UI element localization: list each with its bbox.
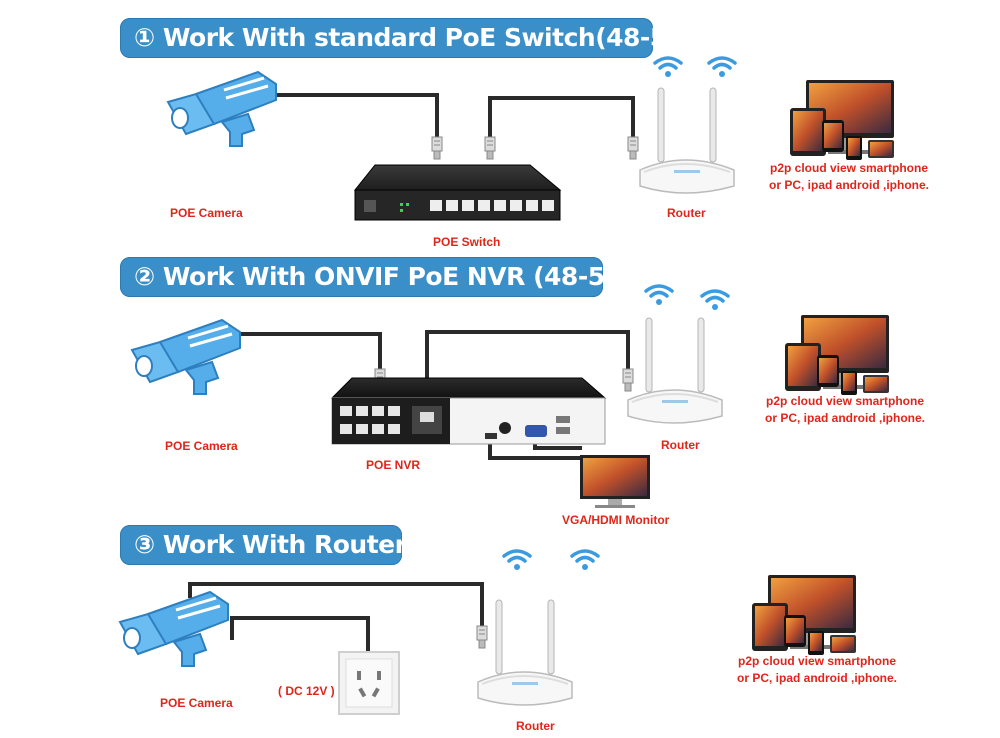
poe-switch-icon	[353, 164, 562, 221]
poe-camera-icon	[130, 318, 242, 396]
router-label: Router	[661, 438, 700, 452]
p2p-caption: p2p cloud view smartphone or PC, ipad an…	[760, 160, 938, 194]
section-3-cables	[188, 582, 484, 652]
wifi-icon	[502, 549, 532, 572]
wifi-icon	[644, 284, 674, 307]
section-1-title: ① Work With standard PoE Switch(48-54V)	[120, 18, 714, 58]
vga-hdmi-monitor-icon	[580, 455, 650, 508]
devices-icon	[790, 80, 894, 160]
wifi-icon	[700, 289, 730, 312]
power-label: ( DC 12V )	[278, 684, 335, 698]
poe-camera-label: POE Camera	[170, 206, 243, 220]
router-label: Router	[516, 719, 555, 733]
poe-camera-label: POE Camera	[160, 696, 233, 710]
p2p-line-2: or PC, ipad android ,iphone.	[764, 411, 925, 425]
ethernet-plug-icon	[627, 136, 639, 160]
p2p-line-1: p2p cloud view smartphone	[769, 161, 929, 175]
p2p-line-2: or PC, ipad android ,iphone.	[768, 178, 929, 192]
wifi-icon	[707, 56, 737, 79]
section-3-title: ③ Work With Router	[120, 525, 407, 565]
ethernet-plug-icon	[484, 136, 496, 160]
p2p-caption: p2p cloud view smartphone or PC, ipad an…	[756, 393, 934, 427]
router-icon	[477, 599, 573, 706]
devices-icon	[752, 575, 856, 655]
poe-camera-icon	[118, 590, 230, 668]
section-2-title: ② Work With ONVIF PoE NVR (48-54V)	[120, 257, 652, 297]
ethernet-plug-icon	[476, 625, 488, 649]
router-icon	[627, 317, 723, 424]
power-socket-icon	[338, 651, 400, 715]
ethernet-plug-icon	[431, 136, 443, 160]
router-icon	[639, 87, 735, 194]
devices-icon	[785, 315, 889, 395]
p2p-line-2: or PC, ipad android ,iphone.	[736, 671, 897, 685]
poe-switch-label: POE Switch	[433, 235, 501, 249]
poe-camera-icon	[166, 70, 278, 148]
poe-camera-label: POE Camera	[165, 439, 238, 453]
p2p-line-1: p2p cloud view smartphone	[737, 654, 897, 668]
ethernet-plug-icon	[622, 368, 634, 392]
p2p-caption: p2p cloud view smartphone or PC, ipad an…	[728, 653, 906, 687]
router-label: Router	[667, 206, 706, 220]
monitor-label: VGA/HDMI Monitor	[562, 513, 670, 527]
wifi-icon	[653, 56, 683, 79]
poe-nvr-label: POE NVR	[366, 458, 421, 472]
section-1-cables	[233, 92, 635, 140]
p2p-line-1: p2p cloud view smartphone	[765, 394, 925, 408]
poe-nvr-icon	[330, 377, 607, 445]
wifi-icon	[570, 549, 600, 572]
